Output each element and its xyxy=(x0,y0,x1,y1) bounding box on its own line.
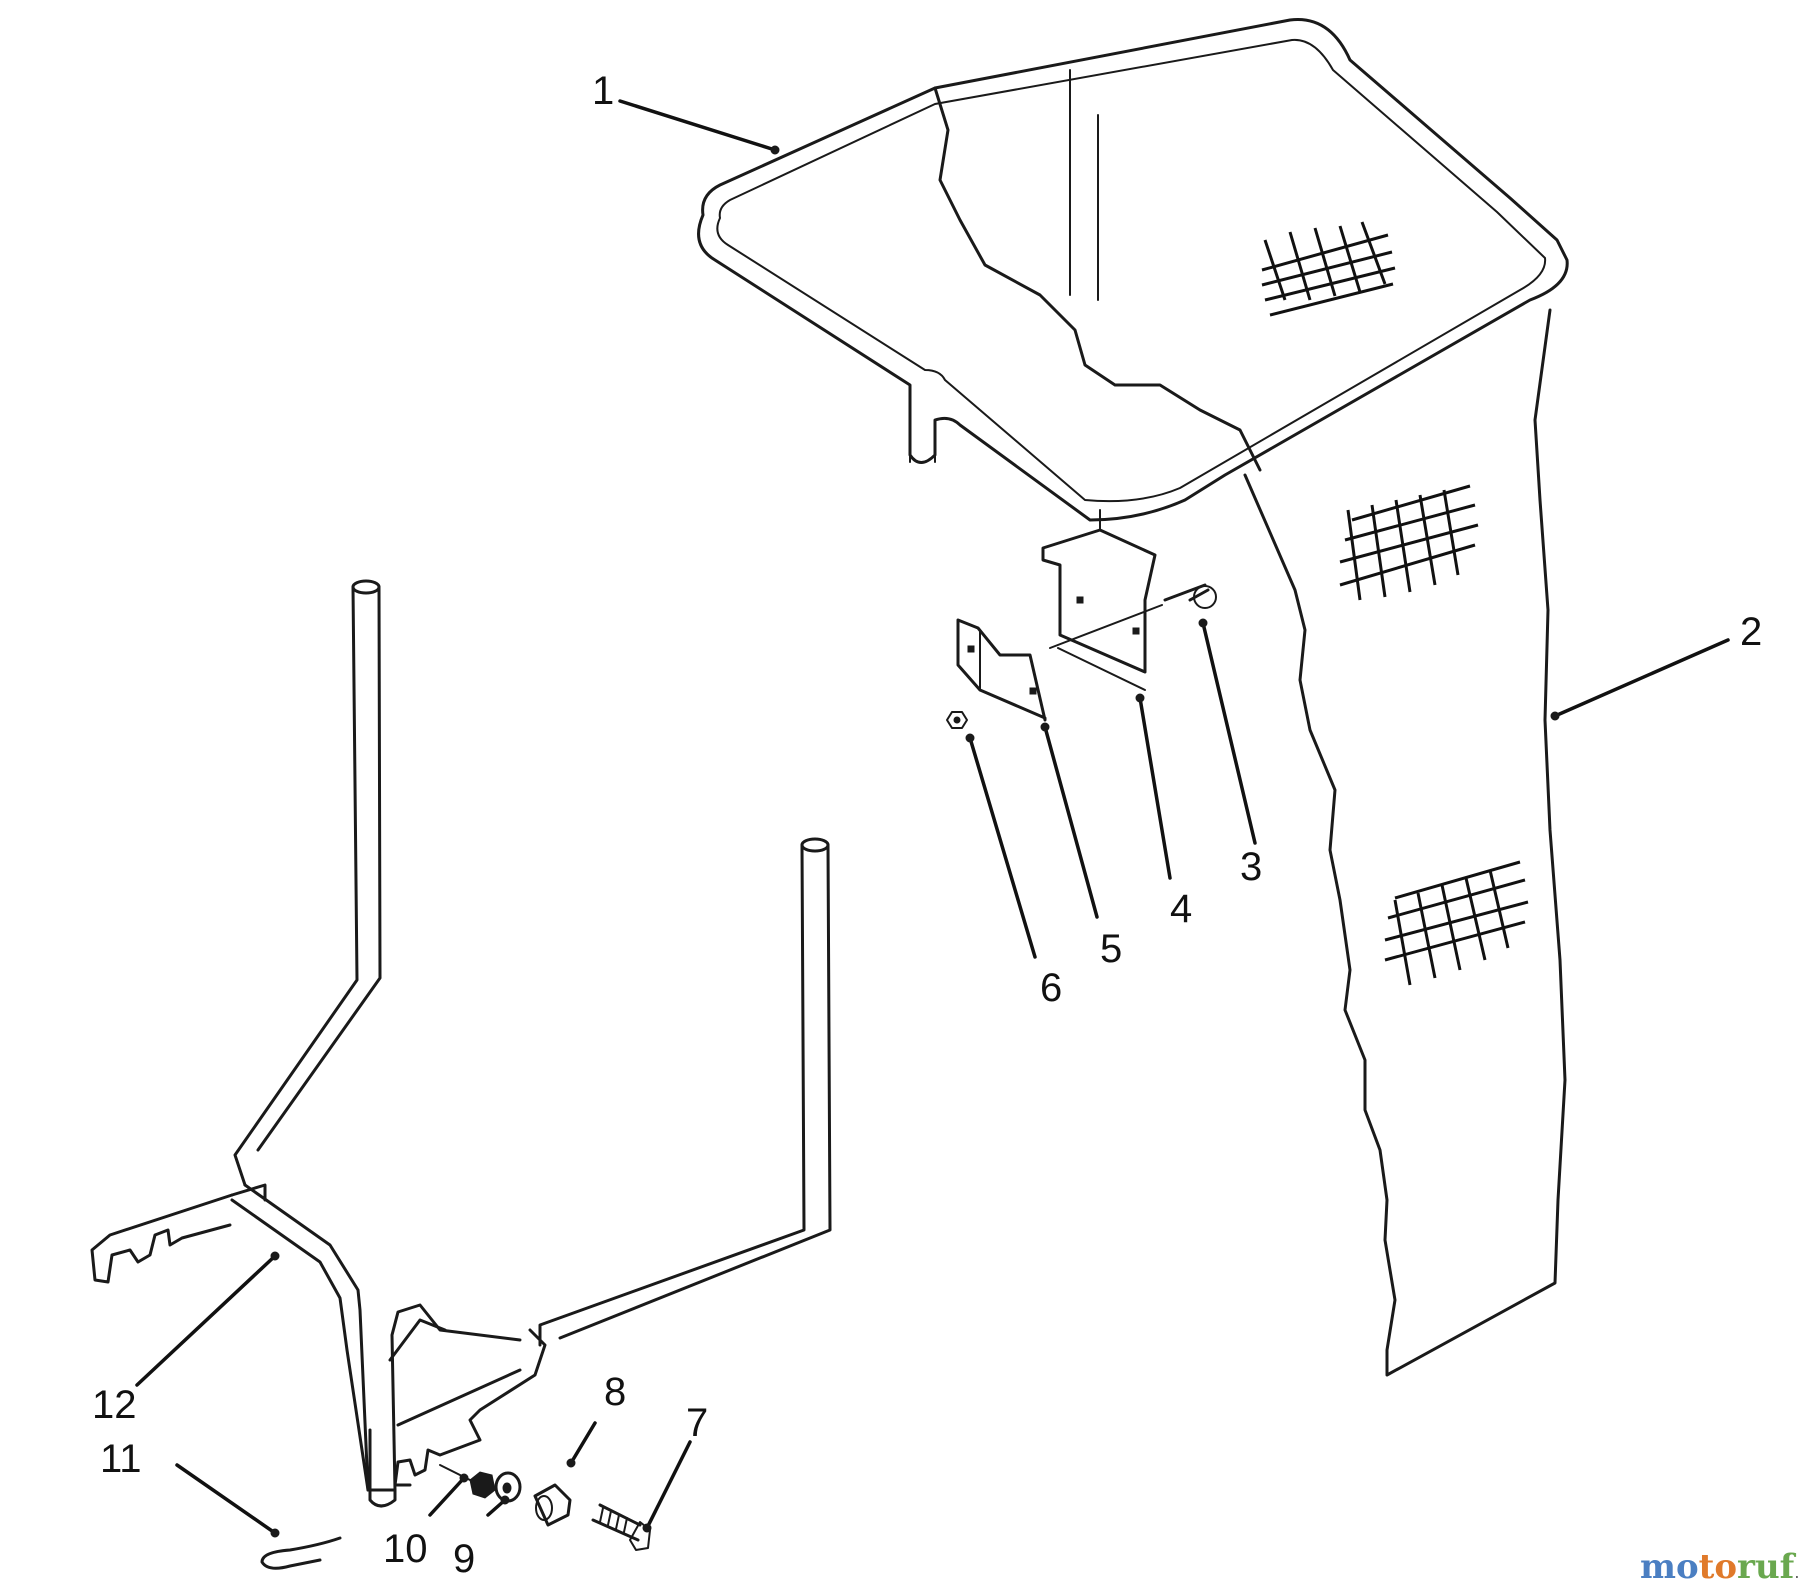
callout-7: 7 xyxy=(686,1401,708,1445)
bolt-part-3 xyxy=(1049,583,1217,649)
nut-part-6 xyxy=(946,711,968,729)
bracket xyxy=(1041,509,1157,691)
leader-lines xyxy=(135,99,1730,1538)
callout-8: 8 xyxy=(604,1370,626,1414)
mesh-patch-bottom xyxy=(1384,860,1529,986)
callout-3: 3 xyxy=(1240,845,1262,889)
callout-11: 11 xyxy=(100,1437,142,1481)
hairpin-part-11 xyxy=(260,1536,342,1570)
spacer-part-8 xyxy=(533,1483,572,1527)
clip-plate xyxy=(956,618,1047,722)
mesh-patch-top xyxy=(1261,221,1396,317)
callout-1: 1 xyxy=(592,69,614,113)
grass-bag xyxy=(933,69,1567,1377)
callout-4: 4 xyxy=(1170,887,1192,931)
watermark-text: motoruf.de xyxy=(1640,1547,1800,1587)
callout-2: 2 xyxy=(1740,610,1762,654)
bag-frame xyxy=(697,18,1569,522)
mesh-patch-middle xyxy=(1339,484,1479,601)
callout-6: 6 xyxy=(1040,966,1062,1010)
callout-10: 10 xyxy=(383,1527,428,1571)
watermark-logo: motoruf.de xyxy=(1640,1547,1800,1587)
callout-labels: 1 2 3 4 5 6 7 8 9 10 11 12 xyxy=(92,69,1762,1581)
support-frame xyxy=(90,579,832,1508)
callout-12: 12 xyxy=(92,1383,137,1427)
bolt-part-7 xyxy=(591,1503,651,1551)
callout-5: 5 xyxy=(1100,927,1122,971)
callout-9: 9 xyxy=(453,1537,475,1581)
